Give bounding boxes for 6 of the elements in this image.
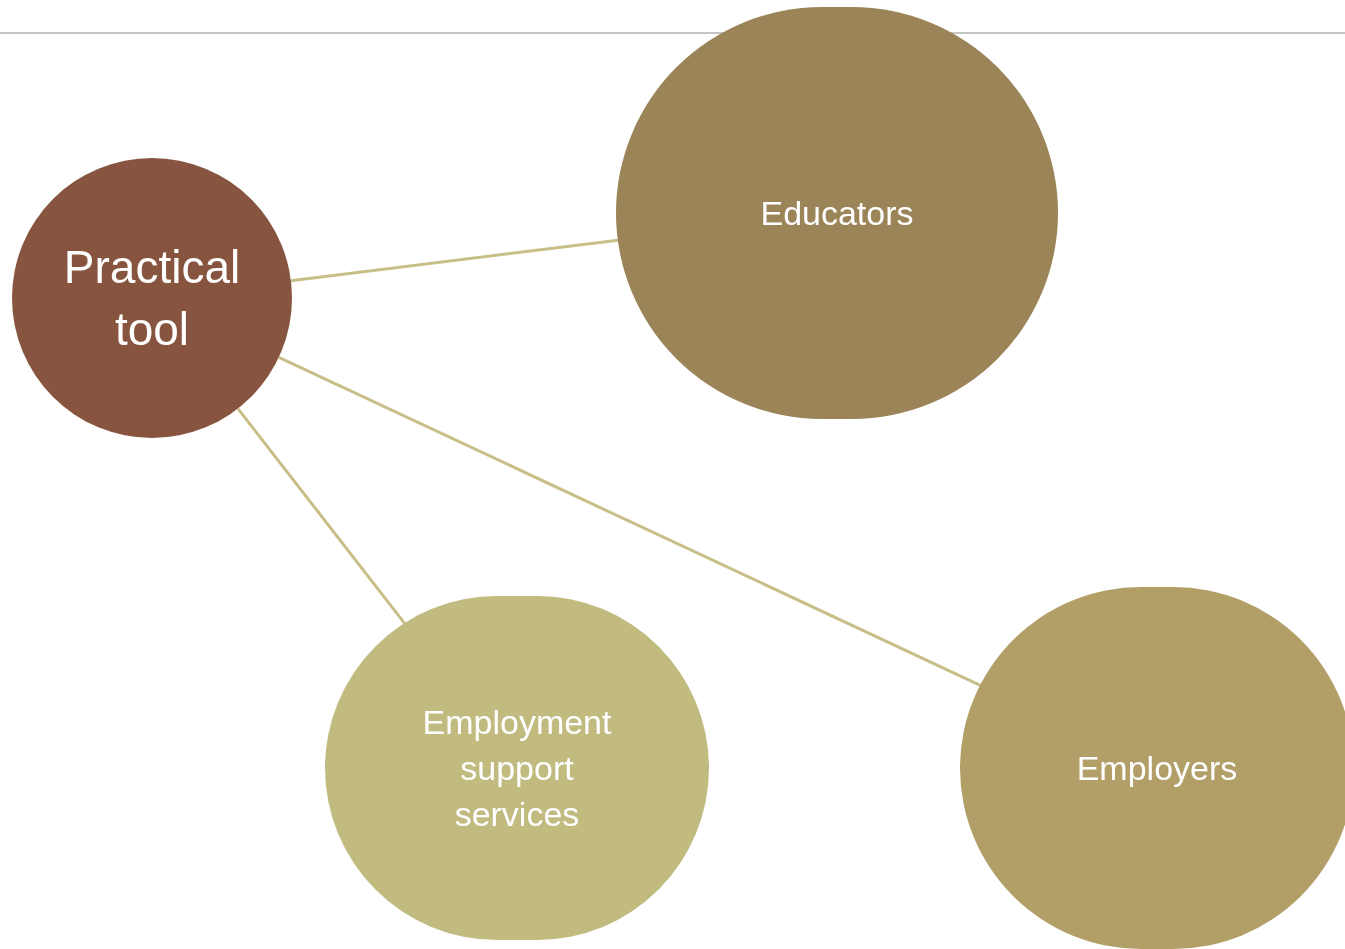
- node-label: Employers: [1075, 748, 1239, 789]
- node-label: Employment support services: [421, 702, 613, 835]
- node-label: Practical tool: [62, 240, 242, 357]
- connector-line: [290, 238, 619, 283]
- connector-line: [278, 355, 983, 688]
- node-label: Educators: [759, 193, 915, 234]
